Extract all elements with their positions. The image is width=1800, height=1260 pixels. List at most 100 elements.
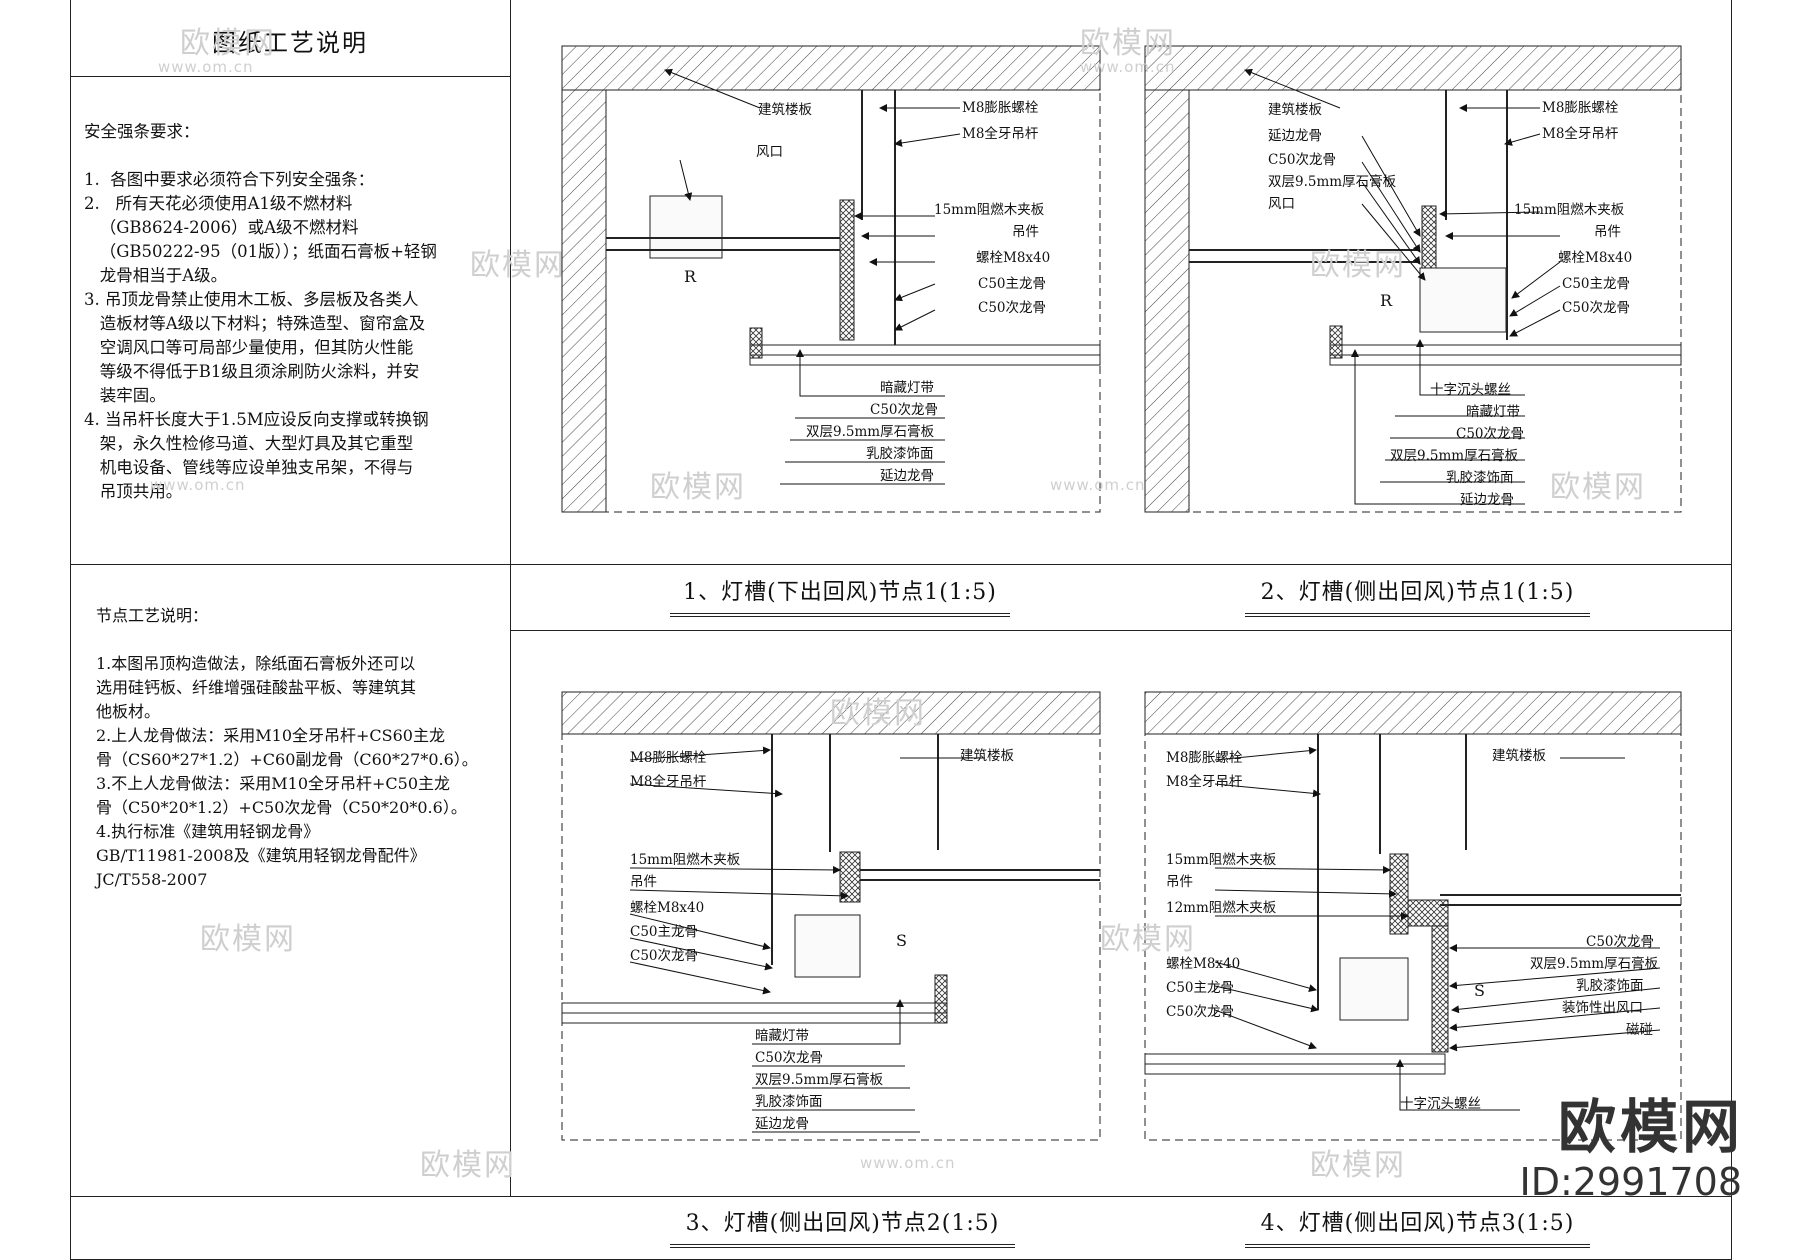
leader <box>629 889 849 900</box>
label-rod: M8全牙吊杆 <box>630 773 707 790</box>
label-b4: 乳胶漆饰面 <box>1446 469 1514 486</box>
title-underline <box>1245 616 1590 617</box>
panel-1-drawing: 建筑楼板 风口 R M8膨胀螺栓 M8全牙吊杆 15mm阻燃木夹板 吊件 螺栓M… <box>561 45 1101 513</box>
label-sub: C50次龙骨 <box>978 300 1046 316</box>
label-b1: 暗藏灯带 <box>755 1028 809 1044</box>
label-hanger: 吊件 <box>630 874 657 890</box>
note-line: 1. 各图中要求必须符合下列安全强条： <box>84 170 375 189</box>
leader <box>796 349 945 397</box>
label-vent: 风口 <box>756 144 783 160</box>
note-line: 造板材等A级以下材料；特殊造型、窗帘盒及 <box>84 314 426 333</box>
watermark-id: ID:2991708 <box>1519 1160 1742 1204</box>
leader <box>1214 889 1397 898</box>
row-divider-1 <box>70 564 1732 565</box>
note-line: 骨（C50*20*1.2）+C50次龙骨（C50*20*0.6）。 <box>96 798 467 817</box>
leader <box>629 865 841 874</box>
vent-box <box>794 914 861 978</box>
note-line: 他板材。 <box>96 702 161 721</box>
note-line: （GB50222-95（01版））；纸面石膏板+轻钢 <box>84 242 437 261</box>
note-line: 4. 当吊杆长度大于1.5M应设反向支撑或转换钢 <box>84 410 429 429</box>
label-board-l: 双层9.5mm厚石膏板 <box>1268 173 1397 190</box>
title-underline <box>1245 1247 1590 1248</box>
edge-runner <box>934 974 948 1024</box>
label-b3: 双层9.5mm厚石膏板 <box>755 1071 884 1088</box>
watermark-logo: 欧模网 <box>1557 1093 1744 1161</box>
leader <box>1504 133 1541 146</box>
note-line: JC/T558-2007 <box>96 870 208 889</box>
leader <box>1214 783 1321 798</box>
label-b3: 双层9.5mm厚石膏板 <box>1390 447 1519 464</box>
label-r2: 双层9.5mm厚石膏板 <box>1530 955 1659 972</box>
row-divider-3 <box>70 1196 1732 1197</box>
panel-3-title-text: 3、灯槽(侧出回风)节点2(1:5) <box>685 1211 1000 1236</box>
node-notes-list: 1.本图吊顶构造做法，除纸面石膏板外还可以选用硅钙板、纤维增强硅酸盐平板、等建筑… <box>96 652 506 892</box>
slab <box>1144 691 1682 735</box>
label-ply12: 12mm阻燃木夹板 <box>1166 899 1277 916</box>
plywood <box>839 199 855 341</box>
panel-3-title: 3、灯槽(侧出回风)节点2(1:5) <box>670 1205 1015 1248</box>
label-hanger: 吊件 <box>1012 224 1039 240</box>
note-line: 3. 吊顶龙骨禁止使用木工板、多层板及各类人 <box>84 290 419 309</box>
label-sub: C50次龙骨 <box>630 948 698 964</box>
panel-1-title-text: 1、灯槽(下出回风)节点1(1:5) <box>683 580 997 605</box>
note-line: 吊顶共用。 <box>84 482 183 501</box>
wall <box>561 89 607 513</box>
ceiling-board <box>561 1002 948 1014</box>
label-b2: C50次龙骨 <box>870 402 938 418</box>
leader <box>1449 1029 1661 1052</box>
leader <box>1361 135 1421 237</box>
note-line: 等级不得低于B1级且须涂刷防火涂料，并安 <box>84 362 420 381</box>
label-rod: M8全牙吊杆 <box>962 125 1039 142</box>
leader <box>1214 985 1319 1013</box>
note-line: 架，永久性检修马道、大型灯具及其它重型 <box>84 434 414 453</box>
leader <box>1511 261 1561 299</box>
label-b4: 乳胶漆饰面 <box>755 1093 823 1110</box>
label-r4: 装饰性出风口 <box>1562 1000 1643 1016</box>
title-underline <box>1245 1244 1590 1245</box>
safety-notes: 安全强条要求： 1. 各图中要求必须符合下列安全强条：2. 所有天花必须使用A1… <box>84 96 504 528</box>
note-line: 骨（CS60*27*1.2）+C60副龙骨（C60*27*0.6）。 <box>96 750 478 769</box>
label-b2: C50次龙骨 <box>755 1050 823 1066</box>
note-line: 机电设备、管线等应设单独支吊架，不得与 <box>84 458 414 477</box>
leader <box>629 961 771 995</box>
note-line: 选用硅钙板、纤维增强硅酸盐平板、等建筑其 <box>96 678 417 697</box>
node-notes: 节点工艺说明： 1.本图吊顶构造做法，除纸面石膏板外还可以选用硅钙板、纤维增强硅… <box>96 580 506 916</box>
node-notes-heading: 节点工艺说明： <box>96 606 209 625</box>
leader <box>629 746 771 761</box>
edge-runner <box>749 327 763 359</box>
vent-box <box>1339 957 1409 1021</box>
leader <box>629 937 773 971</box>
leader <box>752 999 904 1045</box>
label-s: S <box>896 931 907 950</box>
label-b5: 延边龙骨 <box>1460 492 1514 508</box>
ceiling-board <box>561 1012 948 1024</box>
decorative-vent <box>1431 925 1449 1053</box>
label-b0: 十字沉头螺丝 <box>1400 1096 1481 1112</box>
slab <box>1144 45 1682 91</box>
leader <box>894 133 961 147</box>
ceiling-board <box>1329 344 1682 356</box>
title-underline <box>670 616 1010 617</box>
note-line: GB/T11981-2008及《建筑用轻钢龙骨配件》 <box>96 846 426 865</box>
note-line: 龙骨相当于A级。 <box>84 266 228 285</box>
panel-4-title: 4、灯槽(侧出回风)节点3(1:5) <box>1245 1205 1590 1248</box>
title-divider <box>70 76 510 77</box>
leader <box>1351 349 1525 505</box>
label-ply: 15mm阻燃木夹板 <box>934 201 1045 218</box>
title-underline <box>1245 613 1590 614</box>
ceiling-board <box>1329 354 1682 366</box>
leader <box>1214 865 1391 874</box>
panel-4-title-text: 4、灯槽(侧出回风)节点3(1:5) <box>1260 1211 1575 1236</box>
label-b3: 双层9.5mm厚石膏板 <box>806 423 935 440</box>
panel-2-title: 2、灯槽(侧出回风)节点1(1:5) <box>1245 574 1590 617</box>
note-line: 装牢固。 <box>84 386 166 405</box>
label-ply: 15mm阻燃木夹板 <box>1166 851 1277 868</box>
panel-3-drawing: 建筑楼板 M8膨胀螺栓 M8全牙吊杆 15mm阻燃木夹板 吊件 螺栓M8x40 … <box>561 691 1101 1141</box>
title-underline <box>670 613 1010 614</box>
label-ply: 15mm阻燃木夹板 <box>630 851 741 868</box>
label-hanger: 吊件 <box>1166 874 1193 890</box>
label-ply: 15mm阻燃木夹板 <box>1514 201 1625 218</box>
label-r5: 磁碰 <box>1626 1022 1653 1038</box>
leader <box>1509 285 1561 317</box>
